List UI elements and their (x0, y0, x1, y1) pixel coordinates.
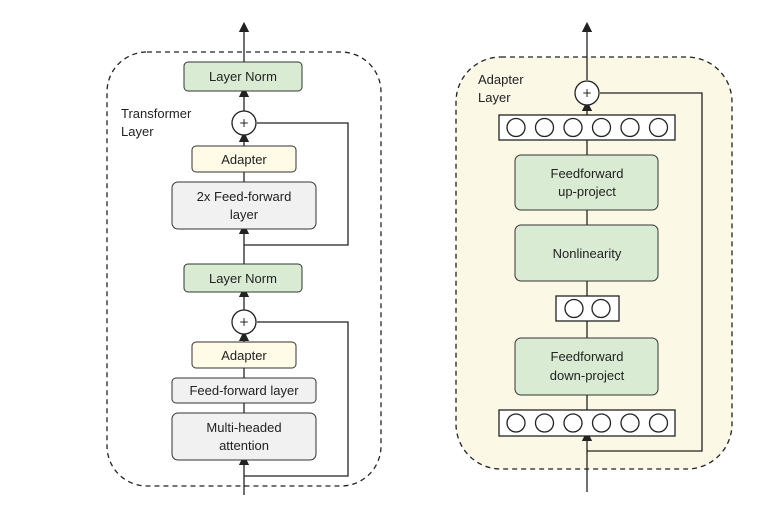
up-project-label-line1: Feedforward (551, 166, 624, 181)
up-project-box (514, 154, 659, 211)
adapter-add-node-symbol: + (582, 86, 592, 100)
bottom-vector-unit (563, 413, 583, 433)
bottom-vector-unit (506, 413, 526, 433)
ff2x-box (171, 181, 317, 230)
transformer-title-line2: Layer (121, 124, 154, 139)
add-node-top (231, 110, 257, 136)
layer-norm-top-label: Layer Norm (209, 69, 277, 84)
up-project-label-line2: up-project (558, 184, 616, 199)
mha-label-line2: attention (219, 438, 269, 453)
skip-connection-bottom (244, 321, 349, 477)
mha-box (171, 412, 317, 461)
transformer-title-line1: Transformer (121, 106, 192, 121)
nonlinearity-label: Nonlinearity (553, 246, 622, 261)
mha-label-line1: Multi-headed (206, 420, 281, 435)
down-project-box (514, 337, 659, 396)
adapter-title-line2: Layer (478, 90, 511, 105)
middle-vector-unit (591, 298, 611, 319)
transformer-layer-border (106, 51, 382, 487)
top-vector-unit (591, 117, 612, 138)
layer-norm-mid-box (183, 263, 303, 293)
skip-connection-top (244, 122, 349, 246)
transformer-layer-diagram: Transformer Layer Layer Norm + Adapter 2… (106, 21, 382, 495)
bottom-vector-unit (620, 413, 640, 433)
top-vector-units (506, 117, 669, 138)
top-vector-unit (506, 117, 526, 138)
layer-norm-top-box (183, 61, 303, 92)
add-node-top-symbol: + (239, 116, 249, 130)
ff-layer-box (171, 377, 317, 404)
adapter-title-line1: Adapter (478, 72, 524, 87)
adapter-top-label: Adapter (221, 152, 267, 167)
top-vector-unit (648, 117, 669, 138)
down-project-label-line2: down-project (550, 368, 625, 383)
adapter-top-box (191, 145, 297, 173)
bottom-vector-unit (534, 413, 555, 433)
down-project-label-line1: Feedforward (551, 349, 624, 364)
adapter-skip-connection (587, 92, 703, 452)
add-node-bottom-symbol: + (239, 315, 249, 329)
add-node-bottom (231, 309, 257, 335)
ff-layer-label: Feed-forward layer (189, 383, 299, 398)
ff2x-label-line2: layer (230, 207, 259, 222)
bottom-vector-unit (648, 413, 669, 433)
top-vector-unit (563, 117, 583, 138)
bottom-vector-unit (591, 413, 612, 433)
top-vector-unit (534, 117, 555, 138)
bottom-vector-units (506, 413, 669, 433)
layer-norm-mid-label: Layer Norm (209, 271, 277, 286)
ff2x-label-line1: 2x Feed-forward (197, 189, 292, 204)
adapter-add-node (574, 80, 600, 106)
top-vector-unit (620, 117, 640, 138)
adapter-bottom-box (191, 341, 297, 369)
top-vector-box (498, 114, 676, 141)
middle-vector-units (564, 298, 611, 319)
adapter-bottom-label: Adapter (221, 348, 267, 363)
middle-vector-unit (564, 298, 584, 319)
nonlinearity-box (514, 224, 659, 282)
adapter-layer-diagram: Adapter Layer + Feedforward up-project N… (455, 21, 733, 492)
bottom-vector-box (498, 409, 676, 437)
